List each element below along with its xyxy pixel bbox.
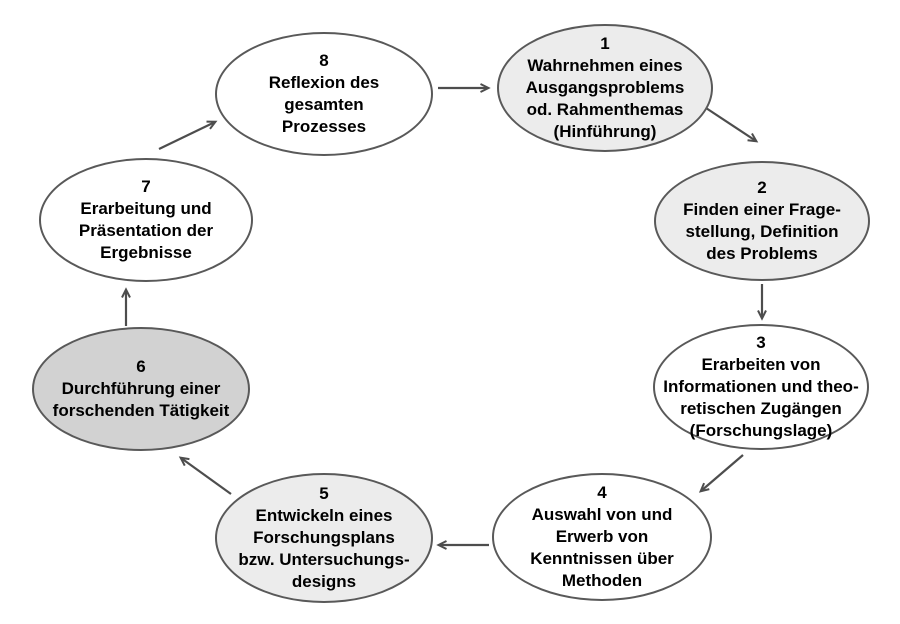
node-3: 3 Erarbeiten von Informationen und theo-… bbox=[653, 324, 869, 450]
node-3-label: Erarbeiten von Informationen und theo- r… bbox=[663, 355, 859, 440]
arrow-1-to-2 bbox=[705, 107, 759, 143]
node-8-number: 8 bbox=[319, 51, 329, 70]
node-2-label: Finden einer Frage- stellung, Definition… bbox=[683, 200, 841, 263]
node-8-label: Reflexion des gesamten Prozesses bbox=[268, 73, 380, 136]
node-4-label: Auswahl von und Erwerb von Kenntnissen ü… bbox=[530, 505, 674, 590]
node-7: 7 Erarbeitung und Präsentation der Ergeb… bbox=[39, 158, 253, 282]
node-5-label: Entwickeln eines Forschungsplans bzw. Un… bbox=[238, 506, 410, 591]
node-1: 1 Wahrnehmen eines Ausgangsproblems od. … bbox=[497, 24, 713, 152]
node-5: 5 Entwickeln eines Forschungsplans bzw. … bbox=[215, 473, 433, 603]
node-1-label: Wahrnehmen eines Ausgangsproblems od. Ra… bbox=[525, 56, 685, 141]
node-4: 4 Auswahl von und Erwerb von Kenntnissen… bbox=[492, 473, 712, 601]
node-7-label: Erarbeitung und Präsentation der Ergebni… bbox=[78, 199, 214, 262]
node-2: 2 Finden einer Frage- stellung, Definiti… bbox=[654, 161, 870, 281]
arrow-5-to-6 bbox=[178, 456, 232, 495]
node-8: 8 Reflexion des gesamten Prozesses bbox=[215, 32, 433, 156]
node-6-number: 6 bbox=[136, 357, 146, 376]
node-3-number: 3 bbox=[756, 333, 766, 352]
node-6-label: Durchführung einer forschenden Tätigkeit bbox=[52, 379, 230, 420]
node-5-number: 5 bbox=[319, 484, 329, 503]
node-1-number: 1 bbox=[600, 34, 610, 53]
arrow-7-to-8 bbox=[158, 120, 218, 150]
node-2-number: 2 bbox=[757, 178, 767, 197]
node-6: 6 Durchführung einer forschenden Tätigke… bbox=[32, 327, 250, 451]
node-4-number: 4 bbox=[597, 483, 607, 502]
arrow-3-to-4 bbox=[698, 454, 744, 493]
node-7-number: 7 bbox=[141, 177, 151, 196]
